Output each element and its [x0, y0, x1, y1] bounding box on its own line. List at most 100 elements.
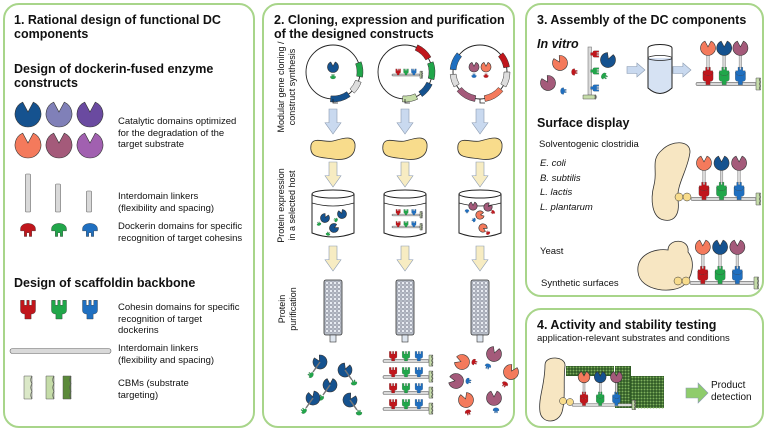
substrate-dot: [624, 396, 627, 399]
dockerin-body: [82, 223, 98, 237]
dockerin-body: [483, 73, 489, 78]
catalytic-domain-icon: [552, 55, 568, 71]
dockerin-domain-icon: [703, 67, 713, 76]
substrate-dot: [658, 403, 661, 406]
resin-bead: [472, 301, 476, 305]
resin-bead: [329, 309, 333, 313]
arrow-down-icon: [396, 161, 414, 188]
substrate-dot: [649, 391, 652, 394]
cohesin-body: [82, 300, 98, 320]
substrate-dot: [640, 385, 643, 388]
substrate-dot: [611, 366, 614, 369]
resin-bead: [401, 325, 405, 329]
substrate-dot: [621, 381, 624, 384]
substrate-dot: [627, 399, 630, 402]
resin-bead: [472, 317, 476, 321]
resin-bead: [484, 309, 488, 313]
resin-bead: [476, 313, 480, 317]
substrate-dot: [584, 369, 587, 372]
resin-bead: [325, 285, 329, 289]
dockerin-domain-icon: [485, 230, 491, 235]
linker-icon: [55, 183, 61, 213]
resin-bead: [333, 329, 337, 333]
catalytic-domain-icon: [729, 239, 746, 255]
resin-bead: [325, 313, 329, 317]
substrate-dot: [608, 372, 611, 375]
dockerin-domain-icon: [715, 266, 726, 275]
resin-bead: [325, 325, 329, 329]
substrate-dot: [566, 366, 569, 369]
scaffoldin-icon: [382, 399, 434, 415]
gene-segment: [500, 71, 511, 88]
substrate-dot: [652, 379, 655, 382]
resin-bead: [409, 317, 413, 321]
surface-display-heading: Surface display: [537, 116, 630, 130]
cohesin-body: [389, 383, 398, 394]
cohesin-domain-icon: [414, 351, 423, 362]
resin-bead: [333, 281, 337, 285]
substrate-dot: [640, 394, 643, 397]
catalytic-domain-icon: [337, 362, 353, 378]
dockerin-domain-icon: [333, 217, 338, 223]
resin-bead: [401, 297, 405, 301]
dockerin-domain-icon: [82, 223, 98, 237]
substrate-dot: [587, 366, 590, 369]
resin-bead: [484, 305, 488, 309]
enzyme-body: [713, 155, 730, 171]
cohesin-body: [402, 399, 410, 410]
resin-bead: [409, 309, 413, 313]
substrate-dot: [615, 366, 618, 369]
dockerin-domain-icon: [735, 67, 746, 76]
resin-bead: [401, 321, 405, 325]
cohesin-domain-icon: [590, 50, 599, 58]
substrate-block-icon: [631, 376, 664, 409]
anchor-domain: [682, 192, 692, 202]
substrate-dot: [581, 366, 584, 369]
enzyme-body: [76, 132, 104, 159]
substrate-dot: [652, 397, 655, 400]
resin-bead: [337, 305, 341, 309]
substrate-dot: [646, 376, 649, 379]
cohesin-domain-icon: [590, 67, 599, 75]
dockerin-body: [316, 221, 322, 226]
resin-bead: [409, 289, 413, 293]
substrate-dot: [643, 397, 646, 400]
dockerin-domain-icon: [350, 379, 358, 386]
enzyme-body: [14, 132, 42, 159]
cohesin-body: [389, 367, 398, 378]
substrate-dot: [658, 385, 661, 388]
catalytic-domains-label: Catalytic domains optimized for the degr…: [118, 116, 236, 151]
resin-bead: [476, 321, 480, 325]
resin-bead: [405, 285, 409, 289]
substrate-dot: [661, 385, 664, 388]
catalytic-domain-icon: [320, 213, 330, 223]
cohesin-body: [590, 50, 599, 58]
substrate-dot: [655, 376, 658, 379]
dockerin-body: [490, 210, 495, 215]
substrate-dot: [640, 400, 643, 403]
substrate-dot: [624, 366, 627, 369]
resin-bead: [333, 297, 337, 301]
cohesin-body: [411, 221, 417, 228]
catalytic-domain-icon: [458, 392, 474, 408]
substrate-dot: [646, 394, 649, 397]
host-item: B. subtilis: [540, 172, 581, 184]
substrate-dot: [569, 369, 572, 372]
substrate-dot: [624, 378, 627, 381]
cbm-icon: [755, 192, 762, 206]
gene-segment: [449, 52, 462, 71]
resin-bead: [480, 305, 484, 309]
substrate-dot: [652, 388, 655, 391]
substrate-dot: [658, 379, 661, 382]
enzyme-body: [468, 201, 478, 211]
substrate-dot: [652, 385, 655, 388]
substrate-dot: [624, 393, 627, 396]
substrate-dot: [661, 379, 664, 382]
resin-bead: [476, 309, 480, 313]
resin-bead: [480, 293, 484, 297]
cohesin-body: [411, 68, 417, 76]
dockerin-body: [560, 87, 567, 95]
substrate-dot: [652, 406, 655, 409]
dockerin-domain-icon: [734, 182, 745, 191]
resin-bead: [397, 313, 401, 317]
